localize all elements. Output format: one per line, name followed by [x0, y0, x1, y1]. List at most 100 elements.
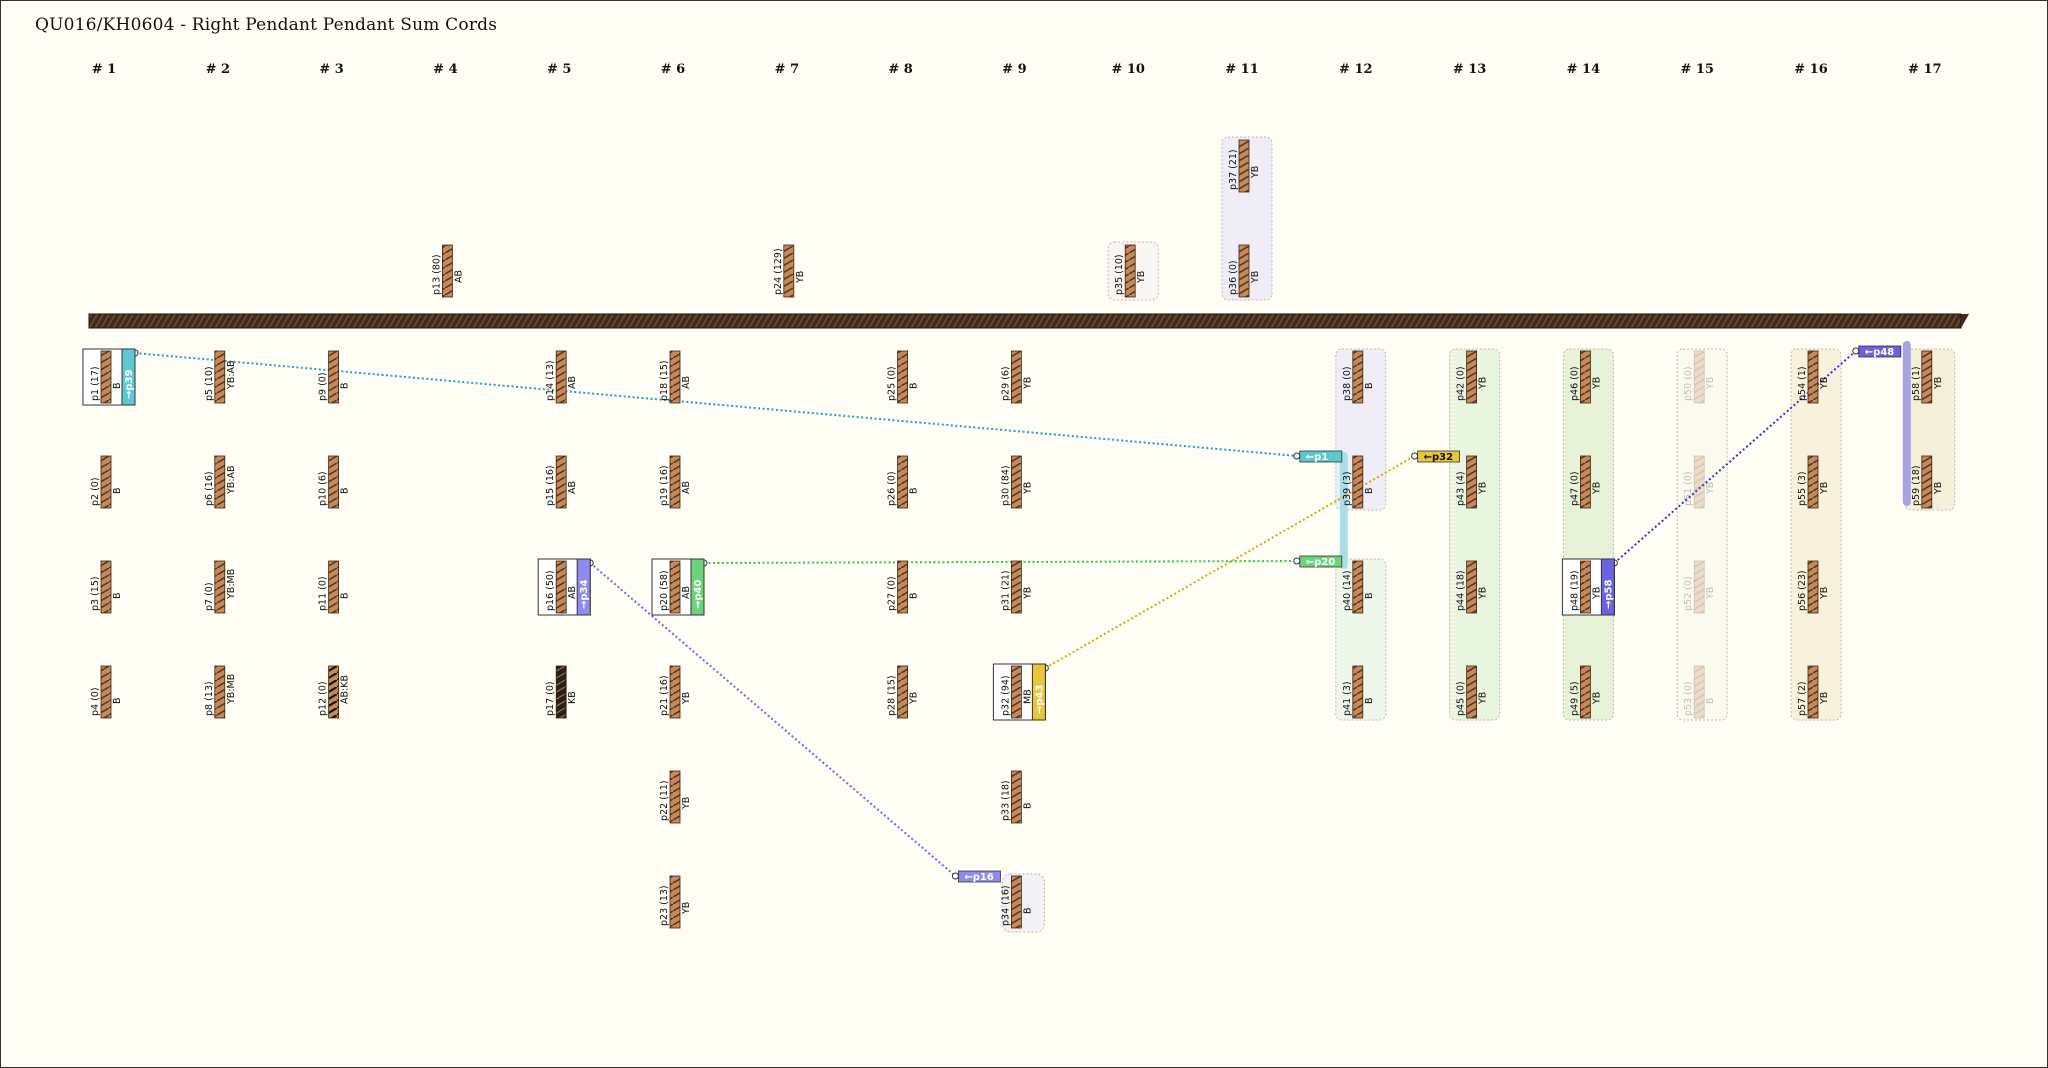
pendant-cord[interactable]: p42 (0)YB: [1456, 350, 1489, 404]
cord-group-band: [1562, 348, 1614, 721]
cord-color-code: YB:MB: [226, 569, 237, 600]
pendant-cord[interactable]: p27 (0)B: [887, 560, 920, 614]
pendant-cord[interactable]: p59 (18)YB: [1911, 455, 1944, 509]
pendant-cord[interactable]: p33 (18)B: [1000, 770, 1033, 824]
pendant-cord[interactable]: p40 (14)B: [1342, 560, 1375, 614]
cord-color-code: B: [1022, 907, 1033, 914]
pendant-cord[interactable]: p50 (0)YB: [1683, 350, 1716, 404]
cord-label: p20 (58): [659, 570, 670, 611]
cord-strand: [1352, 665, 1364, 719]
sum-tag[interactable]: ←p1: [1293, 450, 1343, 463]
pendant-cord[interactable]: p13 (80)AB: [431, 244, 464, 298]
pendant-cord[interactable]: p25 (0)B: [887, 350, 920, 404]
pendant-cord[interactable]: p15 (16)AB: [545, 455, 578, 509]
cord-color-code: YB:MB: [226, 674, 237, 705]
cord-color-code: YB: [681, 902, 692, 915]
cord-strand: [1124, 244, 1136, 298]
cord-strand: [1921, 455, 1933, 509]
pendant-cord[interactable]: p21 (16)YB: [659, 665, 692, 719]
pendant-cord[interactable]: p6 (16)YB:AB: [204, 455, 237, 509]
sum-tag[interactable]: ←p20: [1293, 555, 1343, 568]
cord-label: p37 (21): [1228, 149, 1239, 190]
sum-tag[interactable]: ←p16: [951, 870, 1001, 883]
pendant-cord[interactable]: p23 (13)YB: [659, 875, 692, 929]
cord-color-code: YB: [1591, 587, 1602, 600]
pendant-cord[interactable]: p34 (16)B: [1000, 875, 1033, 929]
pendant-cord[interactable]: p44 (18)YB: [1456, 560, 1489, 614]
cord-strand: [1466, 560, 1477, 614]
cord-color-code: YB: [1819, 377, 1830, 390]
pendant-cord[interactable]: p7 (0)YB:MB: [204, 560, 237, 614]
pendant-cord[interactable]: p22 (11)YB: [659, 770, 692, 824]
cord-label: p52 (0): [1683, 576, 1694, 611]
cord-color-code: B: [340, 592, 351, 599]
cord-strand: [1011, 875, 1022, 929]
pendant-cord[interactable]: p12 (0)AB:KB: [318, 665, 351, 719]
cord-label: p55 (3): [1797, 471, 1808, 506]
cord-groups: [1001, 136, 1956, 933]
pendant-cord[interactable]: p38 (0)B: [1342, 350, 1375, 404]
pendant-cord[interactable]: p57 (2)YB: [1797, 665, 1830, 719]
pendant-cord[interactable]: p26 (0)B: [887, 455, 920, 509]
pendant-cord[interactable]: p58 (1)YB: [1911, 350, 1944, 404]
pendant-cord[interactable]: p14 (13)AB: [545, 350, 578, 404]
pendant-cord[interactable]: p43 (4)YB: [1456, 455, 1489, 509]
cord-strand: [1580, 560, 1591, 614]
cord-color-code: YB:AB: [226, 360, 237, 390]
pendant-cord[interactable]: p17 (0)KB: [545, 665, 578, 719]
pendant-cord[interactable]: p2 (0)B: [90, 455, 123, 509]
pendant-cord[interactable]: p39 (3)B: [1342, 455, 1375, 509]
cord-label: p31 (21): [1000, 570, 1011, 611]
pendant-cord[interactable]: p10 (6)B: [318, 455, 351, 509]
pendant-cord[interactable]: p18 (15)AB: [659, 350, 692, 404]
pendant-cord[interactable]: p35 (10)YB: [1114, 244, 1147, 298]
pendant-cord[interactable]: p52 (0)YB: [1683, 560, 1716, 614]
cord-strand: [1466, 665, 1477, 719]
pendant-cord[interactable]: p47 (0)YB: [1569, 455, 1602, 509]
pendant-cord[interactable]: p29 (6)YB: [1000, 350, 1033, 404]
cord-label: p13 (80): [431, 254, 442, 295]
pendant-cord[interactable]: p8 (13)YB:MB: [204, 665, 237, 719]
column-header: # 12: [1339, 62, 1373, 77]
pendant-cord[interactable]: p31 (21)YB: [1000, 560, 1033, 614]
cord-group-band: [1335, 348, 1387, 511]
pendant-cord[interactable]: p54 (1)YB: [1797, 350, 1830, 404]
pendant-cord[interactable]: p56 (23)YB: [1797, 560, 1830, 614]
pendant-cord[interactable]: p55 (3)YB: [1797, 455, 1830, 509]
cord-label: p18 (15): [659, 360, 670, 401]
pendant-cord[interactable]: p37 (21)YB: [1228, 139, 1261, 193]
cord-group-band: [1335, 558, 1387, 721]
pendant-cord[interactable]: p28 (15)YB: [887, 665, 920, 719]
pendant-cord[interactable]: p46 (0)YB: [1569, 350, 1602, 404]
sum-tag[interactable]: ←p48: [1852, 345, 1902, 358]
pendant-cord[interactable]: p24 (129)YB: [773, 244, 806, 298]
pendant-cord[interactable]: p9 (0)B: [318, 350, 351, 404]
pendant-cord[interactable]: p11 (0)B: [318, 560, 351, 614]
pendant-cord[interactable]: p5 (10)YB:AB: [204, 350, 237, 404]
pendant-cord[interactable]: p3 (15) B: [90, 560, 123, 614]
pendant-cord[interactable]: p36 (0)YB: [1228, 244, 1261, 298]
cord-label: p3 (15): [90, 576, 101, 611]
cord-color-code: AB: [567, 481, 578, 494]
cord-strand: [555, 560, 567, 614]
pendant-cord[interactable]: p49 (5)YB: [1569, 665, 1602, 719]
pendant-cord[interactable]: p30 (84)YB: [1000, 455, 1033, 509]
cord-strand: [1466, 350, 1477, 404]
cord-label: p51 (0): [1683, 471, 1694, 506]
pendant-cord[interactable]: p41 (3)B: [1342, 665, 1375, 719]
pendant-cord[interactable]: p53 (0)B: [1683, 665, 1716, 719]
sum-link: [1044, 455, 1416, 669]
pendant-cord[interactable]: p19 (16)AB: [659, 455, 692, 509]
cord-strand: [1011, 560, 1022, 614]
sum-tag[interactable]: ←p32: [1411, 450, 1460, 463]
cord-color-code: B: [112, 592, 123, 599]
pendant-cord[interactable]: p4 (0)B: [90, 665, 123, 719]
sum-tag-dot: [951, 872, 959, 880]
pendant-cord[interactable]: p51 (0)YB: [1683, 455, 1716, 509]
pendant-cord[interactable]: p45 (0)YB: [1456, 665, 1489, 719]
